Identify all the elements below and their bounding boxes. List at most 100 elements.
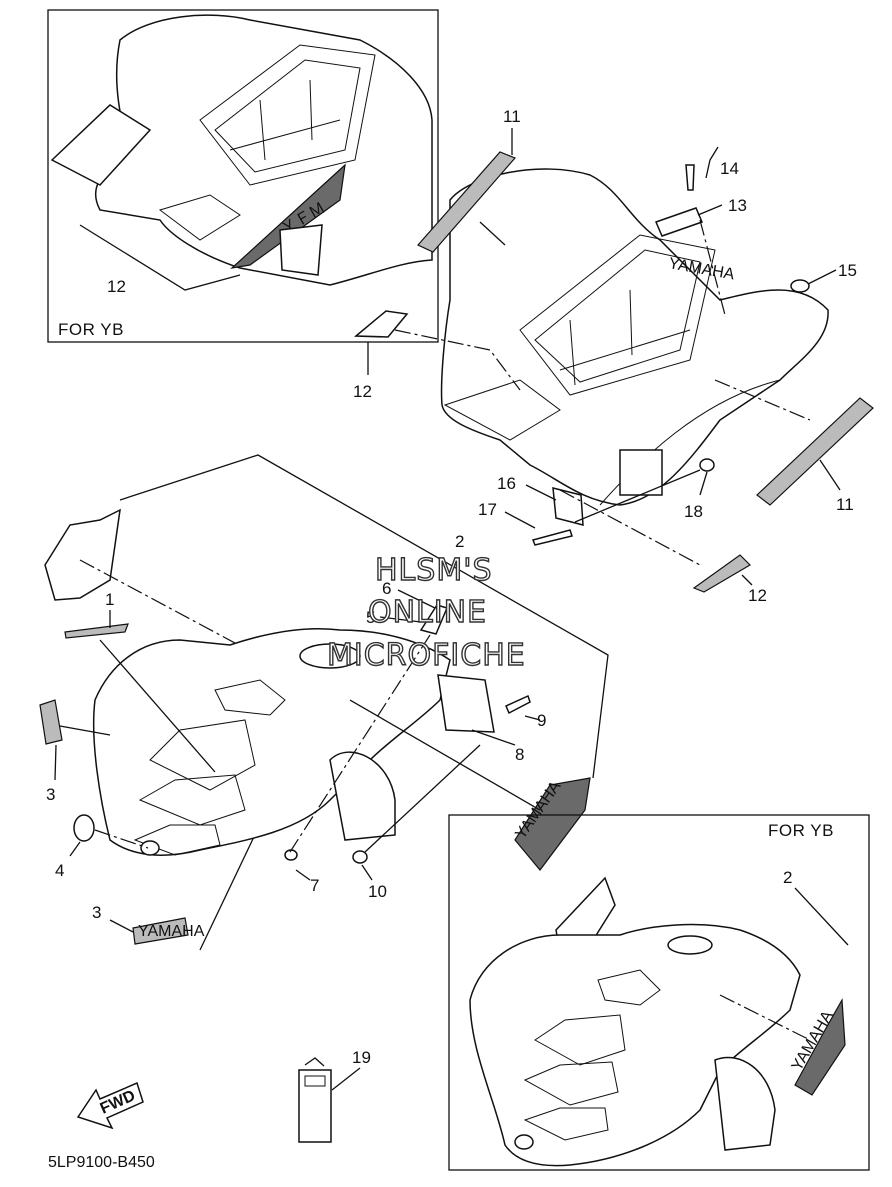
inset-top-decal-12-left: [50, 104, 152, 186]
diagram-code: 5LP9100-B450: [48, 1154, 155, 1171]
callout-14: 14: [720, 159, 739, 178]
rear-fender-storage-box: [519, 234, 716, 396]
inset-top-storage-inner: [214, 59, 361, 173]
leader-4: [69, 841, 81, 857]
callout-19: 19: [352, 1048, 371, 1067]
leader-18: [699, 471, 708, 496]
callout-15: 15: [838, 261, 857, 280]
callout-9: 9: [537, 711, 546, 730]
inset-top-bracket: [158, 194, 241, 241]
callout-2-inset: 2: [783, 868, 792, 887]
leader-5-6: [379, 589, 436, 623]
part-8-plate: [437, 674, 495, 733]
callout-1: 1: [105, 590, 114, 609]
dash-7: [289, 634, 431, 853]
rear-fender-bracket: [443, 379, 561, 441]
part-10-grommet: [352, 850, 368, 864]
inset-top-for-yb: FOR YB ＹＦＭ 12: [47, 9, 439, 343]
inset-bottom-mount: [597, 969, 661, 1006]
part-14-bolt: [685, 164, 695, 191]
decal-12-left: [354, 310, 409, 338]
callout-2: 2: [455, 532, 464, 551]
watermark-line-2: ONLINE: [368, 595, 487, 630]
callout-12-right: 12: [748, 586, 767, 605]
decal-2-left-wing: [44, 508, 121, 601]
callout-11-right: 11: [836, 495, 854, 514]
watermark-line-1: HLSM'S: [375, 553, 493, 588]
decal-11-upper: [417, 151, 517, 253]
decal-3-lower: [132, 917, 189, 945]
leader-yamaha-side: [349, 699, 541, 811]
inset-bottom-wheel-arch: [714, 1056, 776, 1151]
watermark-line-3: MICROFICHE: [327, 638, 526, 673]
leader-10: [361, 744, 481, 881]
inset-bottom-vent-2: [523, 1061, 619, 1106]
decal-3-side: [39, 699, 63, 745]
decal-3-lower-text: YAMAHA: [138, 923, 205, 940]
front-fender-vent-2: [138, 774, 246, 826]
leader-16: [525, 484, 557, 501]
rear-fender-storage-inner: [534, 249, 701, 383]
decal-1: [64, 623, 129, 639]
inset-bottom-cap-hole: [667, 935, 713, 955]
front-fender-vent-3: [133, 824, 221, 856]
inset-top-side-decal: [230, 163, 346, 269]
rear-fender-group: YAMAHA 11 14 13 15 12 1: [353, 107, 874, 605]
part-19-tie: [304, 1057, 325, 1067]
callout-18: 18: [684, 502, 703, 521]
leader-9: [524, 715, 541, 721]
callout-17: 17: [478, 500, 497, 519]
callout-16: 16: [497, 474, 516, 493]
callout-4: 4: [55, 861, 64, 880]
callout-10: 10: [368, 882, 387, 901]
rear-fender-edge: [599, 379, 781, 506]
inset-top-leader: [79, 224, 241, 291]
rear-fender: [440, 168, 829, 506]
inset-bottom-label: FOR YB: [768, 821, 834, 840]
outline-2: [119, 454, 609, 779]
inset-bottom-leader-2: [794, 887, 849, 946]
inset-top-storage-box: [199, 44, 376, 186]
inset-top-ribs: [229, 79, 341, 161]
front-fender-vent-1: [149, 719, 256, 791]
rear-fender-ribs: [559, 289, 691, 386]
dash-11-right: [714, 379, 811, 421]
part-17-bolt: [531, 529, 573, 546]
inset-bottom-fender: [469, 923, 801, 1167]
watermark: HLSM'S ONLINE MICROFICHE: [326, 552, 526, 673]
leader-13: [697, 204, 723, 216]
inset-bottom-vent-3: [523, 1107, 609, 1141]
leader-3-lower: [109, 919, 134, 933]
leader-8: [471, 729, 516, 746]
part-13-plate: [654, 207, 704, 237]
leader-3-side: [54, 744, 57, 781]
part-19-tag: [298, 1069, 332, 1143]
inset-top-frame: [47, 9, 439, 343]
leader-11-upper-b: [479, 221, 506, 246]
front-fender: [92, 627, 451, 856]
callout-5: 5: [366, 608, 375, 627]
leader-3-side-b: [59, 725, 111, 736]
leader-11-right: [819, 459, 841, 491]
callout-8: 8: [515, 745, 524, 764]
front-fender-mount: [214, 679, 286, 716]
leader-7: [295, 869, 311, 881]
front-fender-reflector: [140, 840, 160, 856]
decal-12-right: [692, 554, 751, 593]
dash-4: [94, 829, 149, 849]
front-fender-fuel-cap-hole: [299, 643, 361, 669]
callout-7: 7: [310, 876, 319, 895]
decal-11-right: [756, 397, 874, 506]
leader-19: [331, 1067, 361, 1091]
dash-13: [699, 219, 726, 316]
part-18-grommet: [699, 458, 715, 472]
front-fender-wheel-arch: [329, 751, 396, 841]
callout-3-side: 3: [46, 785, 55, 804]
inset-bottom-vent-1: [534, 1014, 626, 1066]
callout-6: 6: [382, 579, 391, 598]
callout-12-left: 12: [353, 382, 372, 401]
inset-top-label: FOR YB: [58, 320, 124, 339]
leader-1: [99, 610, 216, 773]
